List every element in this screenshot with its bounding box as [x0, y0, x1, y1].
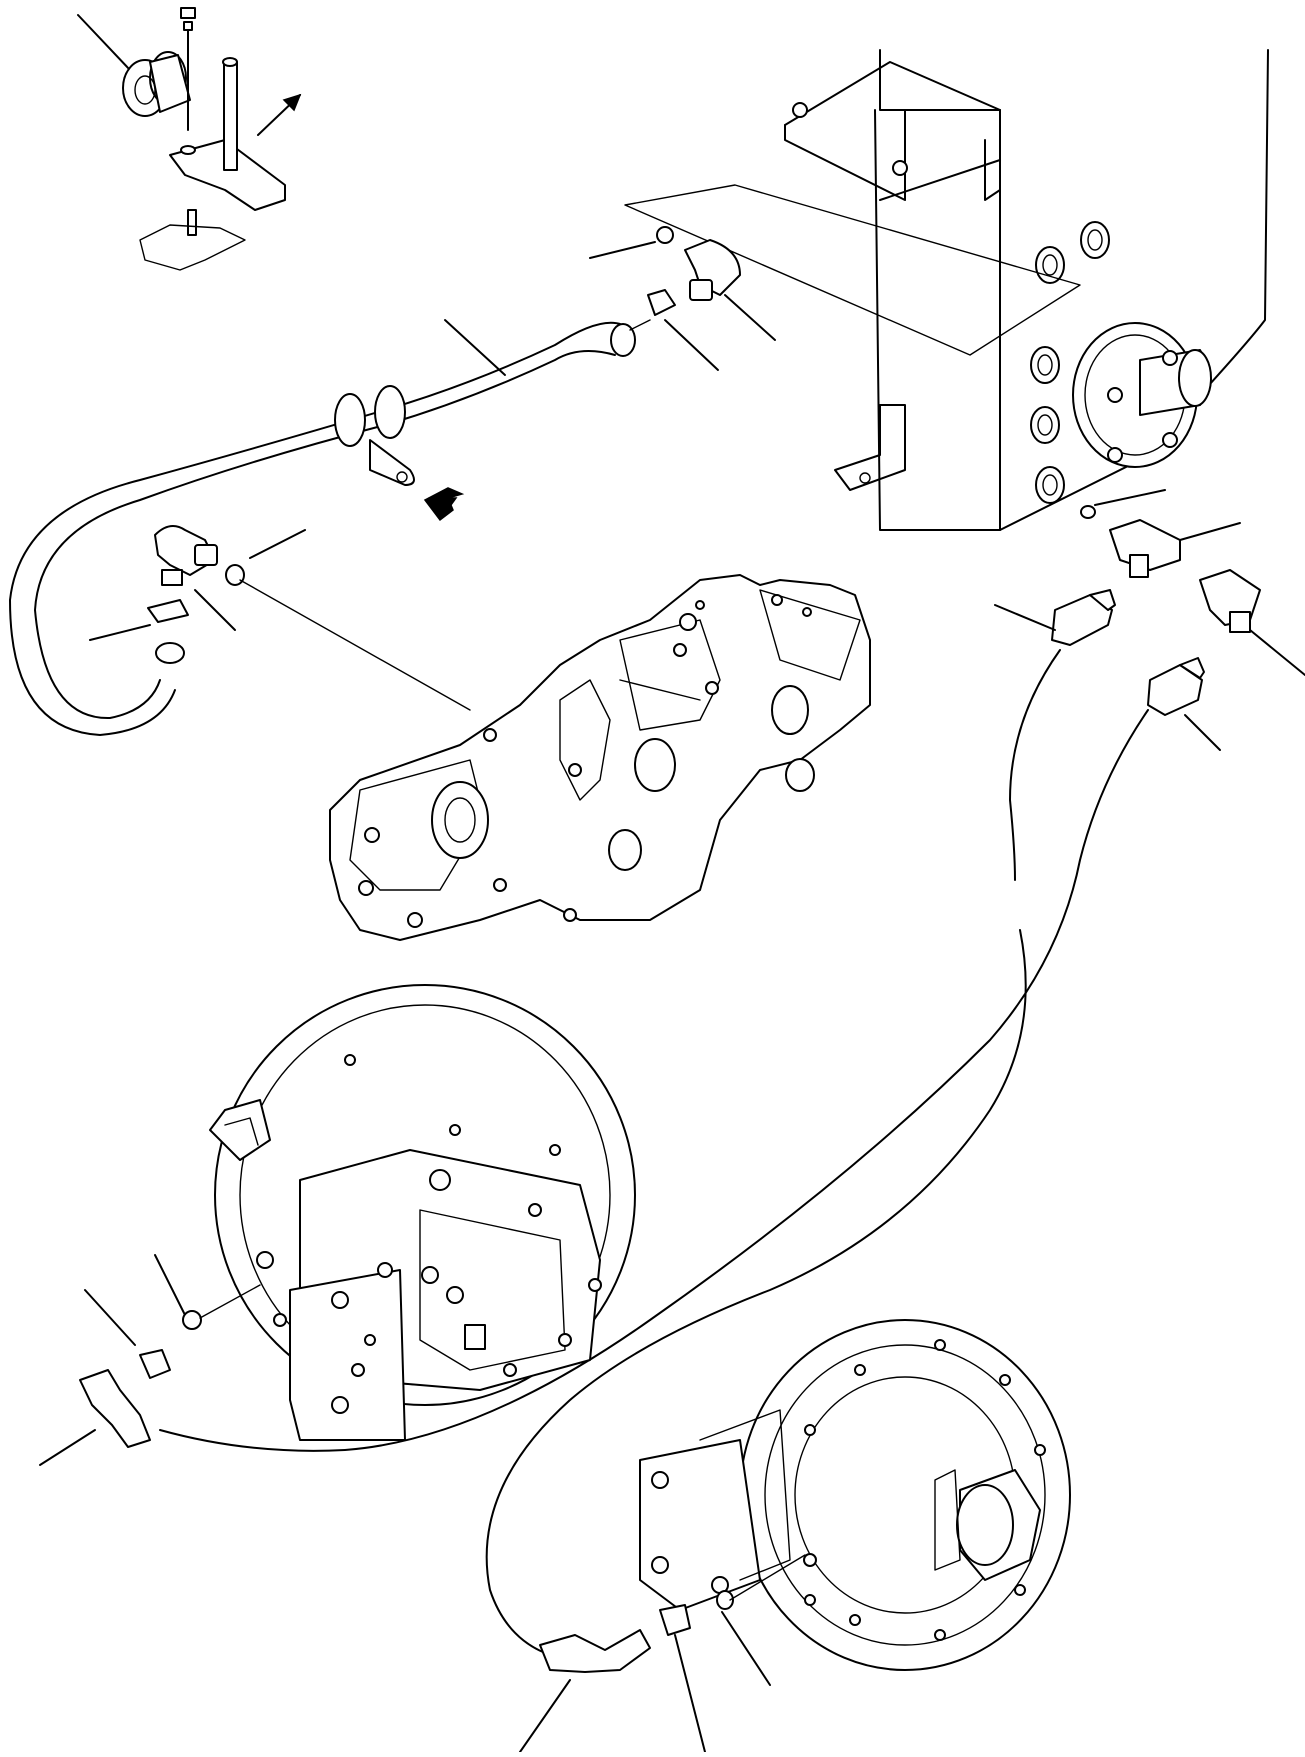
- upper-fittings: [589, 226, 776, 371]
- left-motor-fittings: [39, 1254, 261, 1466]
- hydraulic-pump: [329, 574, 871, 941]
- tank-ports: [1030, 221, 1110, 504]
- hose-clamp: [334, 385, 415, 486]
- pump-side-fittings: [89, 525, 471, 711]
- tee-fitting-assembly: [159, 489, 1305, 1661]
- right-motor-fittings: [519, 1554, 806, 1753]
- hydraulic-tank: [624, 49, 1269, 531]
- left-travel-motor: [209, 984, 636, 1441]
- clamp-assembly-detail: [77, 7, 302, 271]
- right-travel-motor: [639, 1319, 1071, 1671]
- main-hose: [9, 319, 636, 736]
- tank-flange: [1072, 322, 1212, 468]
